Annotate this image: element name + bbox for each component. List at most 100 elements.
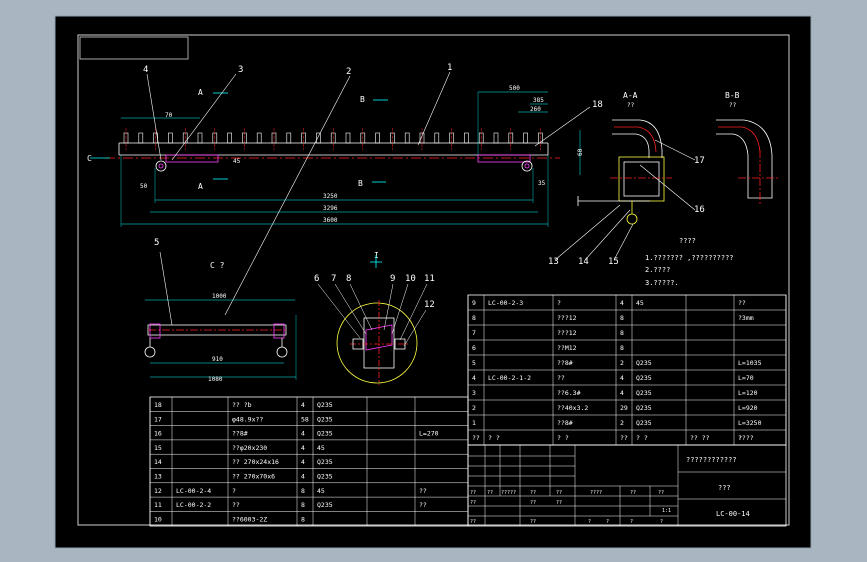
- lower-table-cell: Q235: [317, 401, 333, 409]
- upper-table-cell: ?3mm: [738, 314, 754, 322]
- title-block-text: ???????????? ??? LC-00-14 ?? ?? ????? ??…: [470, 456, 750, 525]
- lower-table-cell: 10: [154, 515, 162, 523]
- upper-table-cell: 1: [472, 419, 476, 427]
- lower-table-cell: Q235: [317, 430, 333, 438]
- dim-50: 50: [140, 183, 148, 190]
- callout-1: 1: [447, 63, 452, 73]
- tb-row3-2: ??: [530, 519, 536, 525]
- callout-4: 4: [143, 65, 148, 75]
- dim-1080: 1080: [208, 376, 223, 383]
- roller: [138, 132, 144, 144]
- upper-table-cell: 3: [472, 389, 476, 397]
- dim-70: 70: [165, 112, 173, 119]
- upper-table-header: ? ?: [488, 434, 500, 442]
- upper-table-header: ? ?: [738, 434, 750, 442]
- lower-table-cell: 8: [301, 515, 305, 523]
- roller: [227, 132, 232, 144]
- lower-table-cell: Q235: [317, 501, 333, 509]
- drawing-canvas: [54, 15, 812, 549]
- section-bb-view: [716, 119, 780, 205]
- callout-17: 17: [694, 156, 705, 166]
- product-name: ????????????: [686, 456, 737, 464]
- section-labels: A A B B C A-A ?? B-B ?? C ? I: [87, 88, 740, 270]
- section-aa-title: A-A: [623, 91, 638, 100]
- upper-table-cell: L=70: [738, 374, 754, 382]
- upper-table-cell: LC-00-2-1-2: [488, 374, 531, 382]
- dim-260: 260: [530, 106, 541, 113]
- upper-table-cell: Q235: [636, 389, 652, 397]
- upper-table-cell: ??6.3#: [557, 389, 581, 397]
- upper-table-header: ??: [620, 434, 628, 442]
- upper-table-cell: ???12: [557, 329, 577, 337]
- upper-table-cell: 8: [620, 314, 624, 322]
- roller: [523, 132, 528, 144]
- lower-table-cell: φ48.9x??: [232, 415, 263, 423]
- upper-table-cell: 8: [472, 314, 476, 322]
- lower-table-cell: 45: [317, 487, 325, 495]
- lower-table-cell: 4: [301, 430, 305, 438]
- upper-table-header: ? ?: [557, 434, 569, 442]
- upper-table-header: ??: [472, 434, 480, 442]
- roller: [493, 132, 499, 144]
- lower-table-cell: 13: [154, 473, 162, 481]
- roller: [286, 132, 292, 144]
- callout-3: 3: [238, 65, 243, 75]
- upper-table-cell: 2: [620, 359, 624, 367]
- section-c: C: [87, 154, 92, 163]
- roller-series: [123, 128, 543, 150]
- upper-table-cell: 8: [620, 344, 624, 352]
- upper-table-header: ?? ?: [738, 434, 754, 442]
- lower-table-cell: 4: [301, 473, 305, 481]
- lower-table-cell: ??6003-2Z: [232, 515, 267, 523]
- callout-13: 13: [548, 257, 559, 267]
- roller: [168, 132, 173, 144]
- callout-11: 11: [424, 274, 435, 284]
- sheet-label-0: ?: [588, 519, 591, 525]
- dim-1000: 1000: [212, 293, 227, 300]
- dim-60: 60: [577, 148, 584, 156]
- drawing-border: [77, 34, 790, 526]
- tb-row1-1: ??: [487, 490, 493, 496]
- sheet-label-2: ?: [630, 519, 633, 525]
- left-wheel: [155, 160, 167, 172]
- lower-table-cell: 4: [301, 401, 305, 409]
- section-aa-sub: ??: [627, 102, 635, 109]
- upper-table-cell: 29: [620, 404, 628, 412]
- tech-note-2: 2.????: [645, 266, 670, 274]
- upper-table-cell: 9: [472, 299, 476, 307]
- roller: [434, 132, 440, 144]
- c-view: [144, 251, 297, 380]
- upper-table-cell: Q235: [636, 359, 652, 367]
- tb-row3-0: ??: [470, 519, 476, 525]
- callout-18: 18: [592, 100, 603, 110]
- dim-45: 45: [233, 158, 241, 165]
- upper-table-cell: ??8#: [557, 359, 573, 367]
- lower-table-cell: ??: [232, 501, 240, 509]
- tech-note-3: 3.?????.: [645, 279, 679, 287]
- lower-table-cell: LC-00-2-2: [176, 501, 211, 509]
- upper-table-cell: 5: [472, 359, 476, 367]
- lower-table-cell: 11: [154, 501, 162, 509]
- upper-table-cell: ??: [557, 374, 565, 382]
- lower-table-cell: 8: [301, 501, 305, 509]
- drawing-number: LC-00-14: [716, 510, 750, 518]
- upper-table-cell: 6: [472, 344, 476, 352]
- upper-table-cell: L=120: [738, 389, 758, 397]
- lower-table-cell: Q235: [317, 415, 333, 423]
- roller: [464, 132, 469, 144]
- section-aa-view: [554, 119, 696, 261]
- title-block: [467, 444, 787, 527]
- upper-table-cell: L=3250: [738, 419, 762, 427]
- sheet-label-3: ?: [660, 519, 663, 525]
- roller: [316, 132, 321, 144]
- roller: [197, 132, 203, 144]
- upper-table-cell: ?: [557, 299, 561, 307]
- upper-table-cell: 45: [636, 299, 644, 307]
- dim-385: 385: [533, 97, 544, 104]
- right-bracket: [477, 154, 531, 163]
- lower-table-cell: 17: [154, 415, 162, 423]
- dim-3250: 3250: [323, 193, 338, 200]
- scale-value: 1:1: [662, 508, 671, 514]
